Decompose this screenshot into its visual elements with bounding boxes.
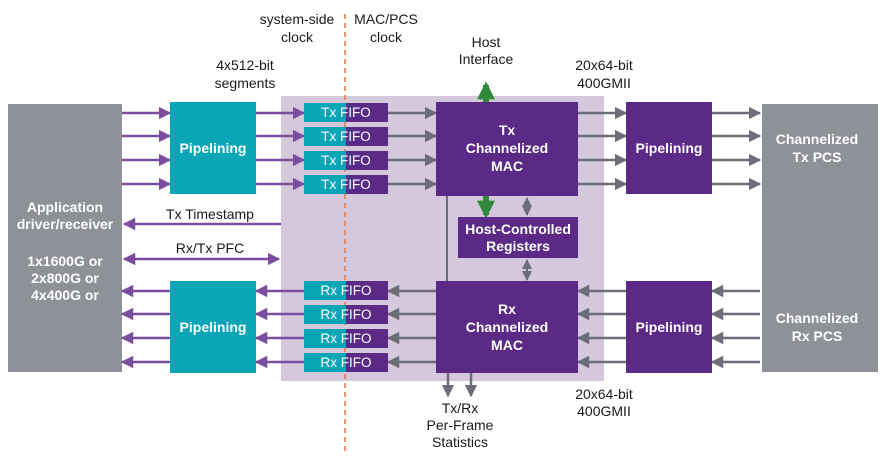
host-interface-label-1: Host: [472, 34, 501, 50]
rx-pcs-label-1: Channelized: [776, 310, 858, 326]
pcs-block: [762, 104, 878, 372]
pfc-label: Rx/Tx PFC: [176, 240, 244, 256]
tx-mac-label-2: Channelized: [466, 140, 548, 156]
registers-label-2: Registers: [486, 238, 550, 254]
tx-pcs-label-2: Tx PCS: [792, 149, 841, 165]
app-label-2: driver/receiver: [17, 216, 114, 232]
tx-fifo: [304, 103, 388, 122]
tx-fifo: [304, 151, 388, 170]
tx-fifo-label: Tx FIFO: [321, 105, 371, 120]
tx-pcs-pipelining-label: Pipelining: [636, 140, 703, 156]
tx-fifo-label: Tx FIFO: [321, 129, 371, 144]
tx-fifo: [304, 127, 388, 146]
gmii-top-label-2: 400GMII: [577, 75, 631, 91]
gmii-bottom-label-1: 20x64-bit: [575, 386, 633, 402]
statistics-label-1: Tx/Rx: [442, 400, 479, 416]
rx-fifo-to-pipe-arrows: [254, 284, 304, 369]
tx-fifo: [304, 175, 388, 194]
segments-label-1: 4x512-bit: [216, 57, 274, 73]
gmii-top-label-1: 20x64-bit: [575, 57, 633, 73]
tx-fifo-to-mac-arrows: [388, 106, 438, 191]
segments-label-2: segments: [215, 75, 276, 91]
rx-pipe-to-mac-arrows: [576, 284, 626, 369]
rx-fifo-label: Rx FIFO: [321, 307, 372, 322]
rx-pipe-to-app-arrows: [120, 284, 170, 369]
rx-mac-label-1: Rx: [498, 301, 516, 317]
rx-mac-to-fifo-arrows: [386, 284, 436, 369]
tx-timestamp-label: Tx Timestamp: [166, 206, 254, 222]
host-interface-label-2: Interface: [459, 51, 514, 67]
registers-label-1: Host-Controlled: [465, 221, 571, 237]
tx-mac-to-pipe-arrows: [578, 106, 628, 191]
rx-fifo: [304, 353, 388, 372]
rx-fifo-label: Rx FIFO: [321, 355, 372, 370]
registers-block: [458, 217, 578, 258]
rx-mac-label-2: Channelized: [466, 319, 548, 335]
statistics-label-3: Statistics: [432, 434, 488, 450]
rx-fifo-stack: [304, 281, 388, 372]
tx-app-pipelining-block: [170, 102, 256, 194]
tx-mac-label-3: MAC: [491, 158, 523, 174]
tx-fifo-stack: [304, 103, 388, 194]
app-label-4: 2x800G or: [31, 270, 99, 286]
rx-fifo: [304, 329, 388, 348]
app-label-3: 1x1600G or: [27, 253, 103, 269]
rx-pcs-pipelining-block: [626, 281, 712, 373]
mac-pcs-clock-label-1: MAC/PCS: [354, 11, 418, 27]
tx-pipe-to-fifo-arrows: [256, 106, 306, 191]
system-side-clock-label-2: clock: [281, 29, 314, 45]
rx-fifo-label: Rx FIFO: [321, 283, 372, 298]
app-label-5: 4x400G or: [31, 287, 99, 303]
tx-pcs-label-1: Channelized: [776, 131, 858, 147]
rx-mac-label-3: MAC: [491, 337, 523, 353]
tx-pipe-to-pcs-arrows: [712, 106, 762, 191]
rx-pcs-pipelining-label: Pipelining: [636, 319, 703, 335]
rx-pcs-to-pipe-arrows: [710, 284, 760, 369]
tx-mac-block: [436, 102, 578, 196]
rx-pcs-label-2: Rx PCS: [792, 328, 843, 344]
rx-mac-block: [436, 281, 578, 373]
application-driver-block: [8, 104, 122, 372]
mac-pcs-clock-label-2: clock: [370, 29, 403, 45]
statistics-label-2: Per-Frame: [427, 417, 494, 433]
rx-app-pipelining-label: Pipelining: [180, 319, 247, 335]
gmii-bottom-label-2: 400GMII: [577, 403, 631, 419]
rx-app-pipelining-block: [170, 281, 256, 373]
rx-fifo: [304, 281, 388, 300]
tx-app-pipelining-label: Pipelining: [180, 140, 247, 156]
tx-app-arrows: [122, 106, 172, 191]
tx-mac-label-1: Tx: [499, 122, 516, 138]
rx-fifo-label: Rx FIFO: [321, 331, 372, 346]
tx-pcs-pipelining-block: [626, 102, 712, 194]
app-label-1: Application: [27, 199, 103, 215]
tx-fifo-label: Tx FIFO: [321, 153, 371, 168]
rx-fifo: [304, 305, 388, 324]
tx-fifo-label: Tx FIFO: [321, 177, 371, 192]
system-side-clock-label-1: system-side: [260, 11, 335, 27]
